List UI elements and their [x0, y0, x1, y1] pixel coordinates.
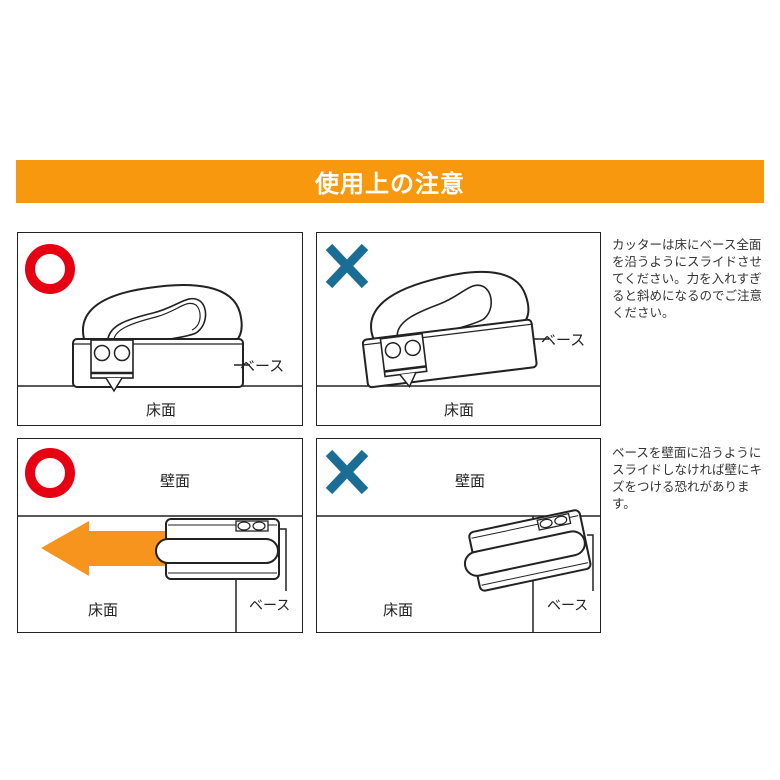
base-label: ベース	[249, 598, 291, 614]
ok-circle-icon	[25, 244, 75, 294]
floor-ng-panel: ベース 床面	[316, 232, 601, 426]
floor-label: 床面	[383, 601, 414, 619]
ok-circle-icon	[25, 448, 75, 498]
wall-label: 壁面	[455, 472, 486, 490]
wall-ng-panel: 壁面 床面 ベース	[316, 438, 601, 633]
section-banner: 使用上の注意	[16, 160, 764, 203]
base-label: ベース	[541, 331, 586, 349]
page-title: 使用上の注意	[315, 170, 465, 198]
base-label: ベース	[547, 598, 589, 614]
ng-cross-icon	[325, 449, 369, 495]
arrow-left-icon	[41, 521, 168, 576]
wall-ng-illustration	[317, 449, 600, 632]
wall-note: ベースを壁面に沿うようにスライドしなければ壁にキズをつける恐れがあります。	[612, 445, 763, 511]
floor-label: 床面	[88, 601, 119, 619]
floor-ng-illustration	[317, 243, 600, 389]
floor-note: カッターは床にベース全面を沿うようにスライドさせてください。力を入れすぎると斜め…	[612, 237, 763, 320]
floor-label: 床面	[444, 401, 475, 419]
wall-ok-illustration	[18, 448, 302, 632]
floor-label: 床面	[146, 401, 177, 419]
base-label: ベース	[240, 357, 285, 375]
ng-cross-icon	[325, 243, 369, 289]
wall-ok-panel: 壁面 床面 ベース	[17, 438, 303, 633]
wall-label: 壁面	[160, 472, 191, 490]
floor-ok-illustration	[18, 244, 302, 393]
floor-ok-panel: ベース 床面	[17, 232, 303, 426]
